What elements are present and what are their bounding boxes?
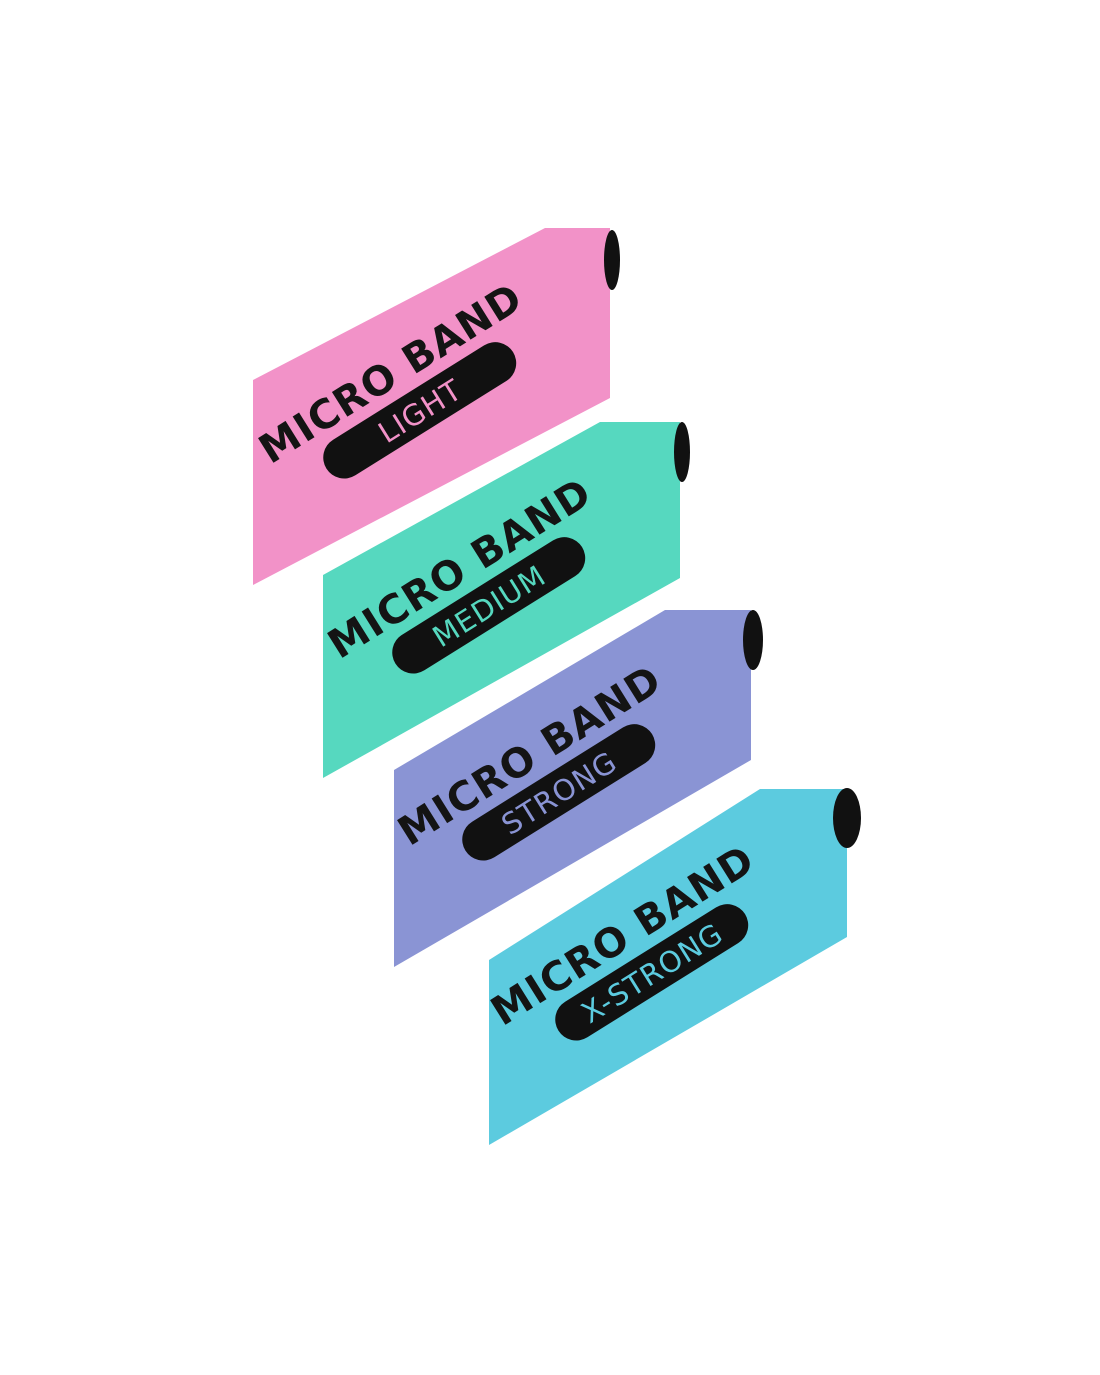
- logo-icon: [743, 610, 763, 670]
- level-pill: [323, 342, 517, 479]
- level-pill: [555, 904, 749, 1041]
- logo-icon: [833, 788, 861, 848]
- band-x-strong: MICRO BAND X-STRONG: [483, 788, 861, 1145]
- logo-icon: [674, 422, 690, 482]
- band-strong: MICRO BAND STRONG: [390, 610, 763, 967]
- band-light: MICRO BAND LIGHT: [251, 228, 620, 585]
- level-pill: [462, 724, 656, 861]
- logo-icon: [604, 230, 620, 290]
- level-pill: [392, 537, 586, 674]
